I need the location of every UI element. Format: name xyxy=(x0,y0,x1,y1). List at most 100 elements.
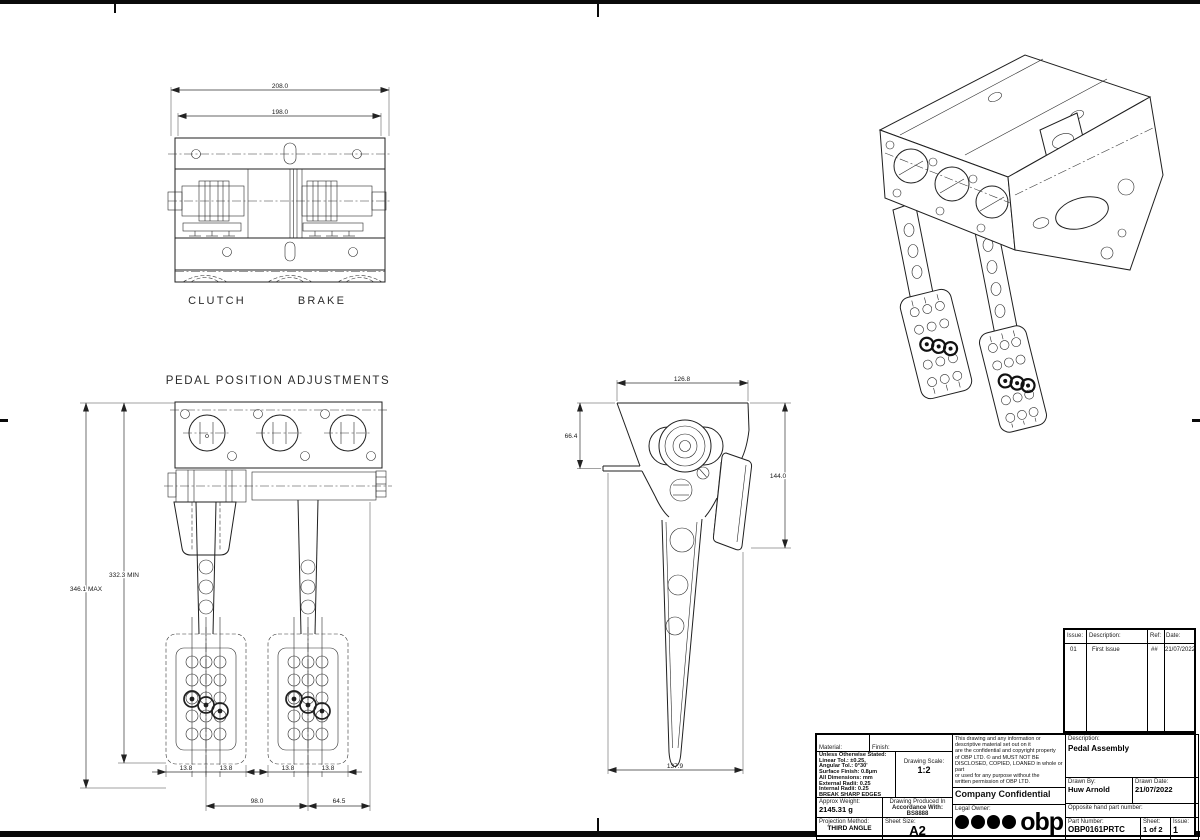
dim-side-upper: 66.4 xyxy=(565,433,578,440)
iso-arms xyxy=(892,201,1048,433)
drawn-by-value: Huw Arnold xyxy=(1068,785,1110,794)
front-view-title: PEDAL POSITION ADJUSTMENTS xyxy=(166,375,391,387)
approx-weight-value: 2145.31 g xyxy=(819,805,853,814)
rev-ref: ## xyxy=(1151,647,1158,653)
isometric-view-drawing xyxy=(878,54,1164,433)
revision-table: Issue: Description: Ref: Date: 01 First … xyxy=(1063,628,1196,733)
material-cell: Material: xyxy=(816,734,870,752)
clutch-label: CLUTCH xyxy=(188,295,246,307)
drawn-date-label: Drawn Date: xyxy=(1135,779,1169,785)
rev-date: 21/07/2022 xyxy=(1165,647,1196,653)
drawn-date-value: 21/07/2022 xyxy=(1135,785,1173,794)
sheet-size-label: Sheet Size: xyxy=(885,819,916,825)
description-value: Pedal Assembly xyxy=(1068,744,1130,753)
rev-col-description: Description: xyxy=(1089,633,1121,639)
centering-mark-left xyxy=(0,419,8,422)
description-label: Description: xyxy=(1068,736,1100,742)
part-number-label: Part Number: xyxy=(1068,819,1104,825)
copyright-line: or used for any purpose without the xyxy=(955,773,1040,780)
finish-cell: Finish: xyxy=(869,734,953,752)
drawing-scale-value: 1:2 xyxy=(917,765,931,775)
top-view-drawing: 208.0 198.0 xyxy=(167,82,392,307)
copyright-line: written permission of OBP LTD. xyxy=(955,779,1030,786)
border-bottom xyxy=(0,831,1200,837)
copyright-line: This drawing and any information or xyxy=(955,736,1041,742)
dim-side-height: 144.0 xyxy=(770,473,787,480)
issue-cell: Issue: 1 xyxy=(1170,817,1199,840)
logo-dot xyxy=(1002,815,1017,829)
projection-label: Projection Method: xyxy=(819,819,870,825)
rev-issue: 01 xyxy=(1070,647,1077,653)
dim-pad3: 13.8 xyxy=(282,765,295,772)
logo-dot xyxy=(986,815,1001,829)
legal-owner-label: Legal Owner: xyxy=(955,806,991,812)
legal-owner-cell: Legal Owner: obp xyxy=(952,804,1066,840)
approx-weight-cell: Approx Weight: 2145.31 g xyxy=(816,797,883,818)
sheet-cell: Sheet: 1 of 2 xyxy=(1140,817,1171,840)
top-view-dimensions: 208.0 198.0 xyxy=(170,82,390,136)
drawn-date-cell: Drawn Date: 21/07/2022 xyxy=(1132,777,1199,804)
issue-value: 1 xyxy=(1173,825,1179,835)
dim-centers: 98.0 xyxy=(251,798,264,805)
tolerance-line: All Dimensions: mm xyxy=(819,774,873,781)
dim-offset: 64.5 xyxy=(333,798,346,805)
copyright-line: are the confidential and copyright prope… xyxy=(955,748,1056,755)
drawing-scale-label: Drawing Scale: xyxy=(903,759,945,765)
logo-dot xyxy=(955,815,969,829)
rev-col-ref: Ref: xyxy=(1150,633,1162,639)
projection-value: THIRD ANGLE xyxy=(827,825,872,832)
rev-col-date: Date: xyxy=(1166,633,1181,639)
front-view-body xyxy=(164,401,392,778)
top-view-body xyxy=(167,137,392,283)
sheet-label: Sheet: xyxy=(1143,819,1161,825)
material-label: Material: xyxy=(819,745,843,751)
dim-pad1: 13.8 xyxy=(180,765,193,772)
finish-label: Finish: xyxy=(872,745,890,751)
centering-mark-bottom xyxy=(597,818,599,831)
sheet-size-value: A2 xyxy=(909,823,926,838)
drawn-by-cell: Drawn By: Huw Arnold xyxy=(1065,777,1133,804)
produced-line1: Drawing Produced In xyxy=(889,799,946,805)
copyright-line: descriptive material set out on it xyxy=(955,742,1031,749)
dim-inner-width: 198.0 xyxy=(272,109,289,116)
tolerance-line: Linear Tol.: ±0.25, xyxy=(819,757,866,764)
dim-pad4: 13.8 xyxy=(322,765,335,772)
side-view-drawing: 126.8 66.4 144.0 137.9 xyxy=(563,375,791,774)
part-number-cell: Part Number: OBP0161PRTC xyxy=(1065,817,1141,840)
dim-pad2: 13.8 xyxy=(220,765,233,772)
centering-mark-top-left xyxy=(114,4,116,13)
iso-box xyxy=(878,54,1164,271)
border-top xyxy=(0,0,1200,4)
tolerance-line: External Radii: 0.25 xyxy=(819,780,871,787)
copyright-cell: This drawing and any information or desc… xyxy=(952,734,1066,788)
sheet-value: 1 of 2 xyxy=(1143,825,1163,834)
rev-description: First Issue xyxy=(1092,647,1120,653)
issue-label: Issue: xyxy=(1173,819,1190,825)
brake-label: BRAKE xyxy=(298,295,346,307)
copyright-line: of OBP LTD. © and MUST NOT BE xyxy=(955,754,1040,761)
sheet-size-cell: Sheet Size: A2 xyxy=(882,817,953,840)
tolerance-cell: Unless Otherwise Stated: Linear Tol.: ±0… xyxy=(816,751,896,798)
confidential-text: Company Confidential xyxy=(955,789,1051,799)
centering-mark-right xyxy=(1192,419,1200,422)
approx-weight-label: Approx Weight: xyxy=(819,799,860,805)
copyright-line: DISCLOSED, COPIED, LOANED in whole or pa… xyxy=(955,760,1063,774)
tolerance-line: Angular Tol.: 0°30' xyxy=(819,763,868,770)
drawn-by-label: Drawn By: xyxy=(1068,779,1096,785)
side-view-dimensions: 126.8 66.4 144.0 137.9 xyxy=(563,375,791,774)
title-block: Material: Finish: Unless Otherwise State… xyxy=(815,733,1199,840)
dim-side-width: 126.8 xyxy=(674,376,691,383)
tolerance-line: BREAK SHARP EDGES xyxy=(819,791,882,798)
logo-text: obp xyxy=(1020,808,1064,836)
front-view-drawing: PEDAL POSITION ADJUSTMENTS xyxy=(69,375,392,811)
tolerance-line: Surface Finish: 0.8μm xyxy=(819,769,878,776)
centering-mark-top xyxy=(597,4,599,17)
dim-min: 332.3 MIN xyxy=(109,572,139,579)
logo-dot xyxy=(970,815,985,829)
dim-outer-width: 208.0 xyxy=(272,83,289,90)
dim-max: 346.1 MAX xyxy=(70,586,103,593)
produced-cell: Drawing Produced In Accordance With: BS8… xyxy=(882,797,953,818)
produced-line2: Accordance With: BS8888 xyxy=(892,805,943,817)
tolerance-line: Internal Radii: 0.25 xyxy=(819,786,869,793)
